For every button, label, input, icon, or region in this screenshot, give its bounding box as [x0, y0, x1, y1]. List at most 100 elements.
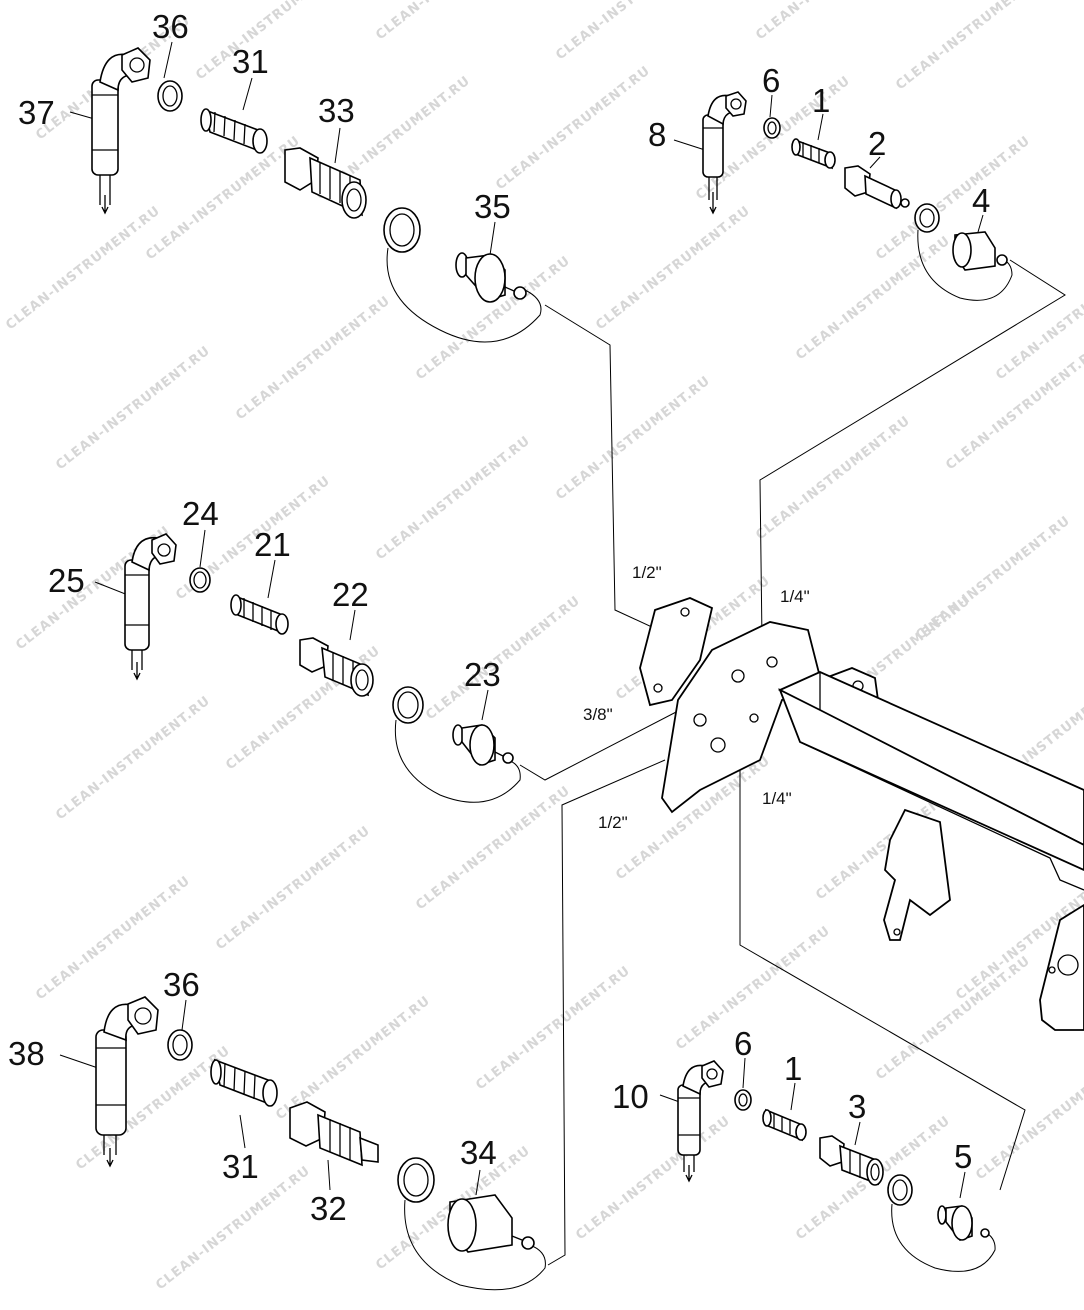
leader-21	[267, 559, 276, 599]
part-24-o-ring	[189, 567, 211, 593]
leader-3	[854, 1121, 861, 1146]
part-4-cap-chain	[917, 229, 1013, 301]
size-label-half-bottom: 1/2"	[598, 813, 628, 832]
watermark-text: CLEAN-INSTRUMENT.RU	[3, 203, 163, 333]
watermark-text: CLEAN-INSTRUMENT.RU	[473, 963, 633, 1093]
part-6-o-ring-top	[763, 117, 781, 139]
leader-5	[959, 1171, 966, 1199]
connector-line-bottom-right	[739, 770, 1026, 1191]
leader-6a	[769, 94, 773, 118]
leader-23	[481, 689, 489, 721]
assembly-top-right	[702, 91, 1013, 301]
part-23-cap-chain	[394, 719, 521, 803]
part-1-nipple-top	[791, 138, 836, 170]
callout-36-top: 36	[152, 8, 189, 45]
watermark-text: CLEAN-INSTRUMENT.RU	[423, 593, 583, 723]
connector-line-middle	[519, 709, 681, 781]
callout-21: 21	[254, 526, 291, 563]
leader-31b	[239, 1114, 246, 1149]
leader-31a	[242, 77, 253, 111]
leader-22	[349, 609, 356, 641]
callout-34: 34	[460, 1134, 497, 1171]
part-33-quick-coupler	[284, 147, 367, 219]
connector-line-top-left	[544, 304, 681, 641]
callout-6-top: 6	[762, 62, 780, 99]
watermark-text: CLEAN-INSTRUMENT.RU	[553, 373, 713, 503]
watermark-text: CLEAN-INSTRUMENT.RU	[753, 413, 913, 543]
callout-1-top: 1	[812, 82, 830, 119]
callout-6-bottom: 6	[734, 1025, 752, 1062]
port-size-labels: 1/2" 1/4" 3/8" 1/2" 1/4"	[583, 563, 810, 832]
part-23-dust-cap	[452, 724, 514, 766]
leader-38	[59, 1054, 99, 1069]
watermark-text: CLEAN-INSTRUMENT.RU	[573, 1113, 733, 1243]
leader-4	[977, 214, 984, 233]
leader-8	[673, 139, 706, 151]
watermark-text: CLEAN-INSTRUMENT.RU	[553, 0, 713, 63]
watermark-text: CLEAN-INSTRUMENT.RU	[53, 343, 213, 473]
part-34-dust-cap	[447, 1194, 535, 1253]
part-34-cap-chain	[404, 1199, 546, 1291]
callout-35: 35	[474, 188, 511, 225]
connector-line-top-right	[759, 259, 1066, 641]
watermark-text: CLEAN-INSTRUMENT.RU	[373, 0, 533, 43]
callout-23: 23	[464, 656, 501, 693]
leader-1a	[817, 113, 824, 141]
callout-25: 25	[48, 562, 85, 599]
callout-10: 10	[612, 1078, 649, 1115]
part-1-nipple-bottom	[762, 1108, 807, 1142]
part-21-nipple	[230, 594, 289, 635]
callout-4: 4	[972, 182, 990, 219]
callout-5: 5	[954, 1138, 972, 1175]
leader-1b	[790, 1082, 796, 1111]
watermark-text: CLEAN-INSTRUMENT.RU	[493, 63, 653, 193]
watermark-text: CLEAN-INSTRUMENT.RU	[973, 1053, 1084, 1183]
size-label-quarter-top: 1/4"	[780, 587, 810, 606]
callout-1-bottom: 1	[784, 1050, 802, 1087]
watermark-text: CLEAN-INSTRUMENT.RU	[673, 923, 833, 1053]
callout-8: 8	[648, 116, 666, 153]
part-2-quick-plug	[844, 165, 910, 210]
leader-6b	[742, 1057, 746, 1089]
part-37-hose	[91, 47, 151, 215]
part-10-hose	[677, 1060, 724, 1183]
leader-25	[94, 581, 129, 596]
part-38-hose	[95, 996, 159, 1168]
part-8-hose	[702, 91, 747, 215]
watermark-text: CLEAN-INSTRUMENT.RU	[873, 953, 1033, 1083]
watermark-text: CLEAN-INSTRUMENT.RU	[143, 133, 303, 263]
watermark-text: CLEAN-INSTRUMENT.RU	[53, 693, 213, 823]
connector-line-bottom-left	[547, 759, 666, 1266]
leader-34	[475, 1169, 481, 1196]
part-4-dust-cap	[952, 231, 1008, 271]
part-3-quick-coupler	[819, 1135, 884, 1186]
watermark-text: CLEAN-INSTRUMENT.RU	[273, 993, 433, 1123]
callout-33: 33	[318, 92, 355, 129]
watermark-text: CLEAN-INSTRUMENT.RU	[753, 0, 913, 43]
part-6-o-ring-bottom	[734, 1089, 752, 1111]
watermark-text: CLEAN-INSTRUMENT.RU	[893, 0, 1053, 93]
part-35-dust-cap	[455, 252, 527, 303]
callout-38: 38	[8, 1035, 45, 1072]
assembly-middle	[124, 533, 521, 803]
watermark-text: CLEAN-INSTRUMENT.RU	[373, 433, 533, 563]
watermark-text: CLEAN-INSTRUMENT.RU	[193, 0, 353, 83]
assembly-top-left	[91, 47, 542, 343]
part-5-dust-cap	[937, 1205, 990, 1241]
leader-33	[334, 127, 341, 164]
watermark-text: CLEAN-INSTRUMENT.RU	[413, 783, 573, 913]
watermark-text: CLEAN-INSTRUMENT.RU	[233, 293, 393, 423]
callout-2: 2	[868, 125, 886, 162]
assembly-bottom-right	[677, 1060, 996, 1272]
callout-31-bottom: 31	[222, 1148, 259, 1185]
part-25-hose	[124, 533, 177, 681]
size-label-half-top: 1/2"	[632, 563, 662, 582]
leader-32	[327, 1159, 331, 1191]
part-4-cap-ring	[914, 203, 940, 233]
callout-24: 24	[182, 495, 219, 532]
part-31-nipple-bottom	[210, 1058, 278, 1107]
size-label-three-eighths: 3/8"	[583, 705, 613, 724]
callout-37: 37	[18, 94, 55, 131]
callout-36-bottom: 36	[163, 966, 200, 1003]
